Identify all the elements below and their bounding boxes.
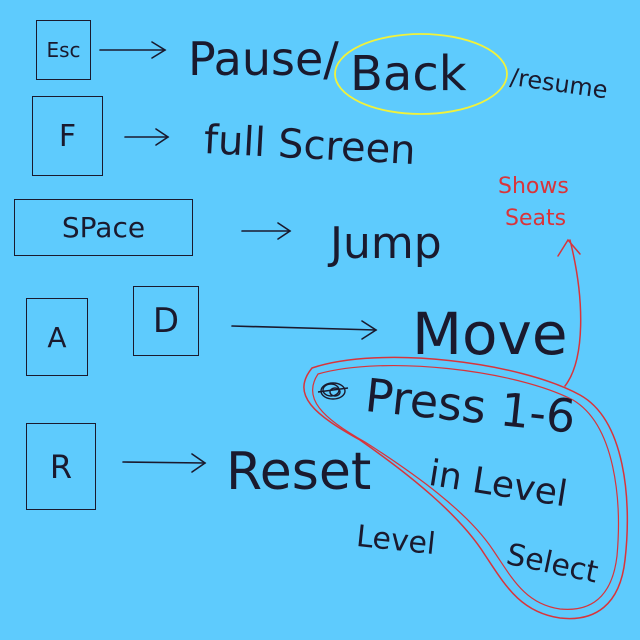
annotation-arrow	[557, 238, 582, 387]
d-key-label: D	[152, 301, 180, 341]
annotation-seats: Seats	[505, 206, 567, 231]
arrow-reset	[122, 453, 207, 473]
r-key-label: R	[49, 447, 73, 486]
esc-key-label: Esc	[46, 38, 81, 62]
arrow-move	[231, 320, 378, 340]
esc-action-pause: Pause/	[188, 32, 339, 86]
d-key: D	[133, 286, 199, 356]
space-key: SPace	[14, 199, 193, 256]
f-key-label: F	[58, 118, 77, 154]
jump-action: Jump	[330, 218, 442, 269]
fullscreen-action: full Screen	[202, 117, 417, 175]
arrow-jump	[241, 222, 292, 240]
scribble-mark	[317, 382, 349, 400]
esc-key: Esc	[36, 20, 91, 80]
arrow-esc	[99, 41, 167, 59]
level-select-level: Level	[354, 519, 438, 563]
r-key: R	[26, 423, 96, 510]
level-select-outline-inner	[312, 364, 619, 610]
annotation-shows: Shows	[498, 174, 569, 199]
esc-action-back: Back	[350, 46, 467, 102]
a-key-label: A	[47, 320, 67, 354]
back-highlight-ellipse	[334, 33, 508, 115]
move-action: Move	[412, 300, 568, 368]
a-key: A	[26, 298, 88, 376]
f-key: F	[32, 96, 103, 176]
reset-action: Reset	[226, 442, 372, 502]
arrow-fullscreen	[124, 128, 170, 146]
level-select-outline	[303, 356, 629, 620]
space-key-label: SPace	[61, 211, 146, 244]
